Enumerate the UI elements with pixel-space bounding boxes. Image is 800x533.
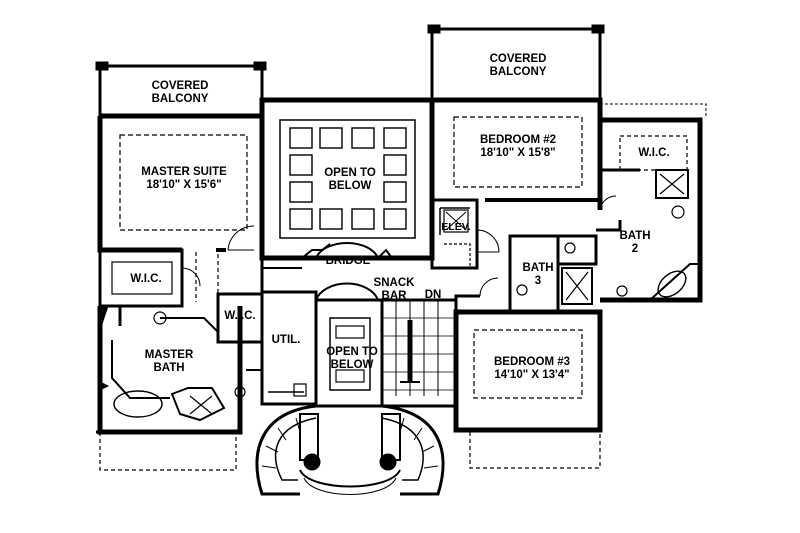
wic-right-label: W.I.C. (638, 147, 670, 159)
master-suite-dims: 18'10" X 15'6" (146, 179, 222, 191)
bath3-line2: 3 (534, 275, 542, 287)
master-bath-walls (96, 304, 246, 435)
open-to-below-upper-label: OPEN TO BELOW (312, 167, 388, 193)
covered-balcony-left-line1: COVERED (151, 80, 209, 92)
wic-center-walls (195, 252, 264, 344)
wic-left-label: W.I.C. (130, 273, 162, 285)
covered-balcony-left-line2: BALCONY (151, 93, 209, 105)
open-to-below-upper (259, 97, 435, 261)
bedroom3-walls (453, 294, 603, 433)
elevator-shaft (430, 198, 500, 270)
master-suite-label: MASTER SUITE 18'10" X 15'6" (126, 166, 242, 192)
master-bath-line2: BATH (153, 362, 185, 374)
bedroom2-name: BEDROOM #2 (479, 134, 557, 146)
elevator-label: ELEV. (441, 221, 471, 233)
bath2-line2: 2 (631, 243, 639, 255)
covered-balcony-right-line1: COVERED (489, 53, 547, 65)
open-to-below-upper-line1: OPEN TO (324, 167, 376, 179)
open-to-below-upper-line2: BELOW (328, 180, 372, 192)
covered-balcony-right-label: COVERED BALCONY (478, 53, 558, 79)
open-to-below-lower-line2: BELOW (330, 359, 374, 371)
bedroom3-dims: 14'10" X 13'4" (494, 369, 570, 381)
snack-bar-label: SNACK BAR (364, 277, 424, 303)
snack-bar-line2: BAR (381, 290, 407, 302)
bedroom3-name: BEDROOM #3 (493, 356, 571, 368)
bedroom3-label: BEDROOM #3 14'10" X 13'4" (476, 356, 588, 382)
master-bath-line1: MASTER (144, 349, 194, 361)
bath2-label: BATH 2 (610, 230, 660, 256)
open-to-below-lower-label: OPEN TO BELOW (314, 346, 390, 372)
master-bath-label: MASTER BATH (134, 349, 204, 375)
curved-front-stairs (255, 404, 445, 496)
bedroom2-label: BEDROOM #2 18'10" X 15'8" (462, 134, 574, 160)
covered-balcony-left-label: COVERED BALCONY (140, 80, 220, 106)
util-walls (246, 290, 318, 406)
bedroom2-dims: 18'10" X 15'8" (480, 147, 556, 159)
covered-balcony-right-line2: BALCONY (489, 66, 547, 78)
bath3-label: BATH 3 (516, 262, 560, 288)
bedroom2-walls (429, 97, 617, 211)
bath2-walls (596, 117, 703, 303)
lower-balconies (99, 432, 601, 471)
main-stair (380, 298, 458, 408)
util-label: UTIL. (271, 334, 301, 346)
right-deck-outline (600, 103, 707, 116)
bath3-line1: BATH (522, 262, 554, 274)
wic-left-walls (98, 248, 201, 308)
snack-bar-line1: SNACK (373, 277, 415, 289)
bath2-line1: BATH (619, 230, 651, 242)
wic-center-label: W.I.C. (224, 310, 256, 322)
stair-dn-label: DN (424, 289, 442, 301)
open-to-below-lower-line1: OPEN TO (326, 346, 378, 358)
master-suite-name: MASTER SUITE (141, 166, 227, 178)
bridge-structure (260, 241, 432, 301)
bridge-label: BRIDGE (325, 255, 371, 267)
